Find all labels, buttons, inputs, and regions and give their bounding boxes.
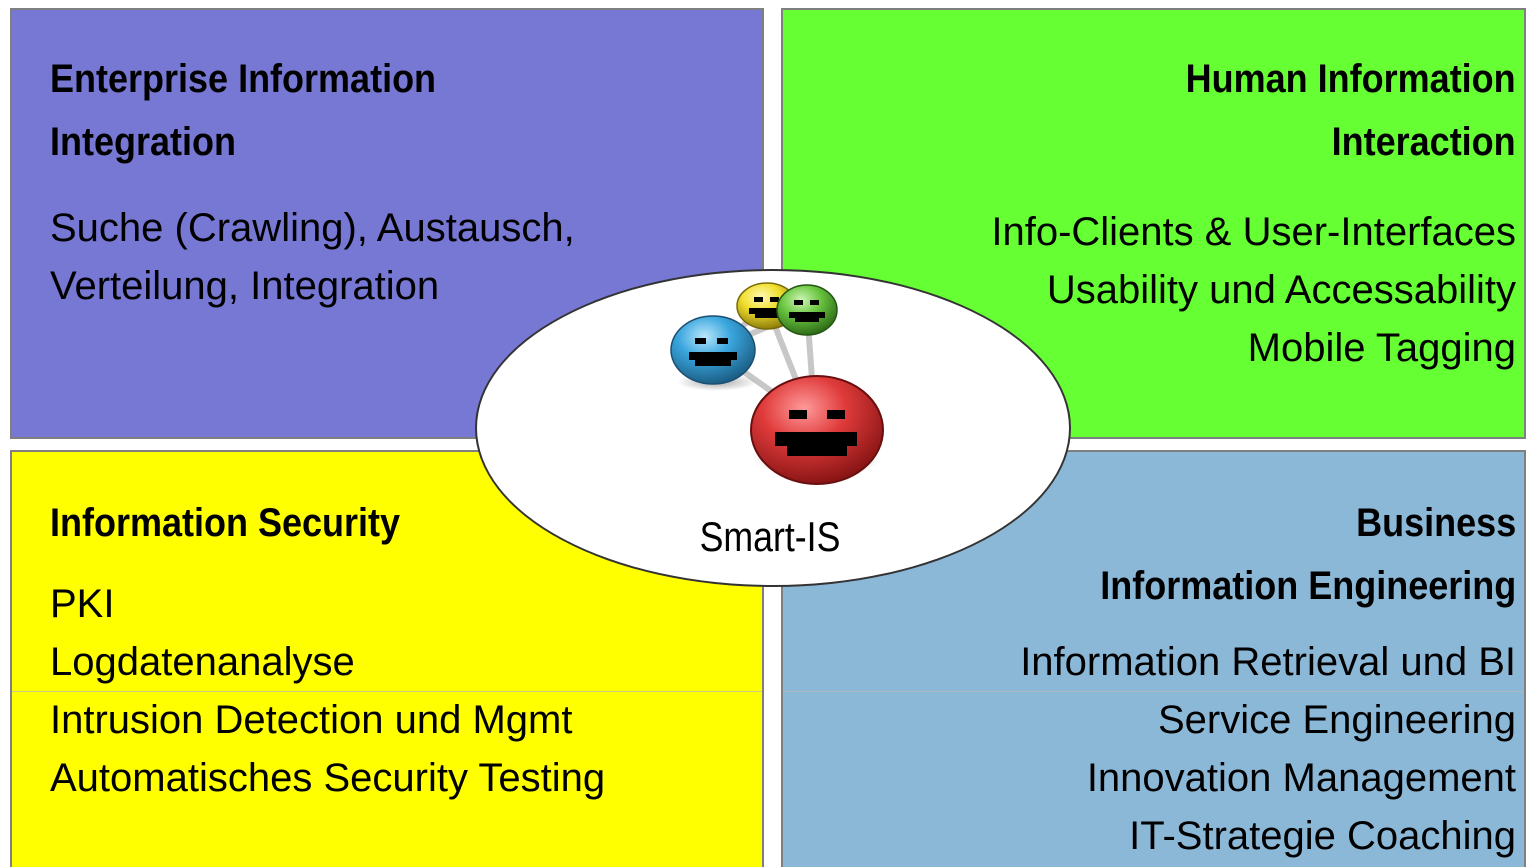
green-face	[776, 284, 838, 336]
divider-line	[783, 691, 1524, 692]
quadrant-item-list: Info-Clients & User-Interfaces Usability…	[991, 203, 1516, 377]
list-item: PKI	[50, 582, 115, 626]
list-item: Info-Clients & User-Interfaces	[991, 210, 1516, 254]
quadrant-item-list: PKI Logdatenanalyse Intrusion Detection …	[50, 575, 605, 807]
red-face	[750, 375, 884, 485]
divider-line	[12, 691, 762, 692]
list-item: Intrusion Detection und Mgmt	[50, 698, 573, 742]
center-label: Smart-IS	[699, 513, 841, 560]
quadrant-title: Business Information Engineering	[1099, 501, 1516, 608]
quadrant-enterprise-information-integration: Enterprise Information Integration Suche…	[10, 8, 764, 439]
blue-face	[670, 315, 756, 385]
smiley-network-icon	[670, 282, 884, 485]
list-item: Verteilung, Integration	[50, 264, 440, 308]
list-item: Usability und Accessability	[1046, 268, 1516, 312]
quadrant-item-list: Information Retrieval und BI Service Eng…	[1020, 633, 1516, 865]
list-item: Suche (Crawling), Austausch,	[50, 206, 575, 250]
quadrant-title: Information Security	[50, 501, 401, 545]
list-item: Innovation Management	[1086, 756, 1516, 800]
list-item: IT-Strategie Coaching	[1129, 814, 1516, 858]
quadrant-title: Enterprise Information Integration	[50, 57, 437, 164]
list-item: Logdatenanalyse	[50, 640, 355, 684]
list-item: Automatisches Security Testing	[50, 756, 606, 800]
list-item: Mobile Tagging	[1247, 326, 1516, 370]
list-item: Information Retrieval und BI	[1020, 640, 1516, 684]
quadrant-item-list: Suche (Crawling), Austausch, Verteilung,…	[50, 199, 575, 315]
list-item: Service Engineering	[1158, 698, 1516, 742]
quadrant-title: Human Information Interaction	[1185, 57, 1516, 164]
